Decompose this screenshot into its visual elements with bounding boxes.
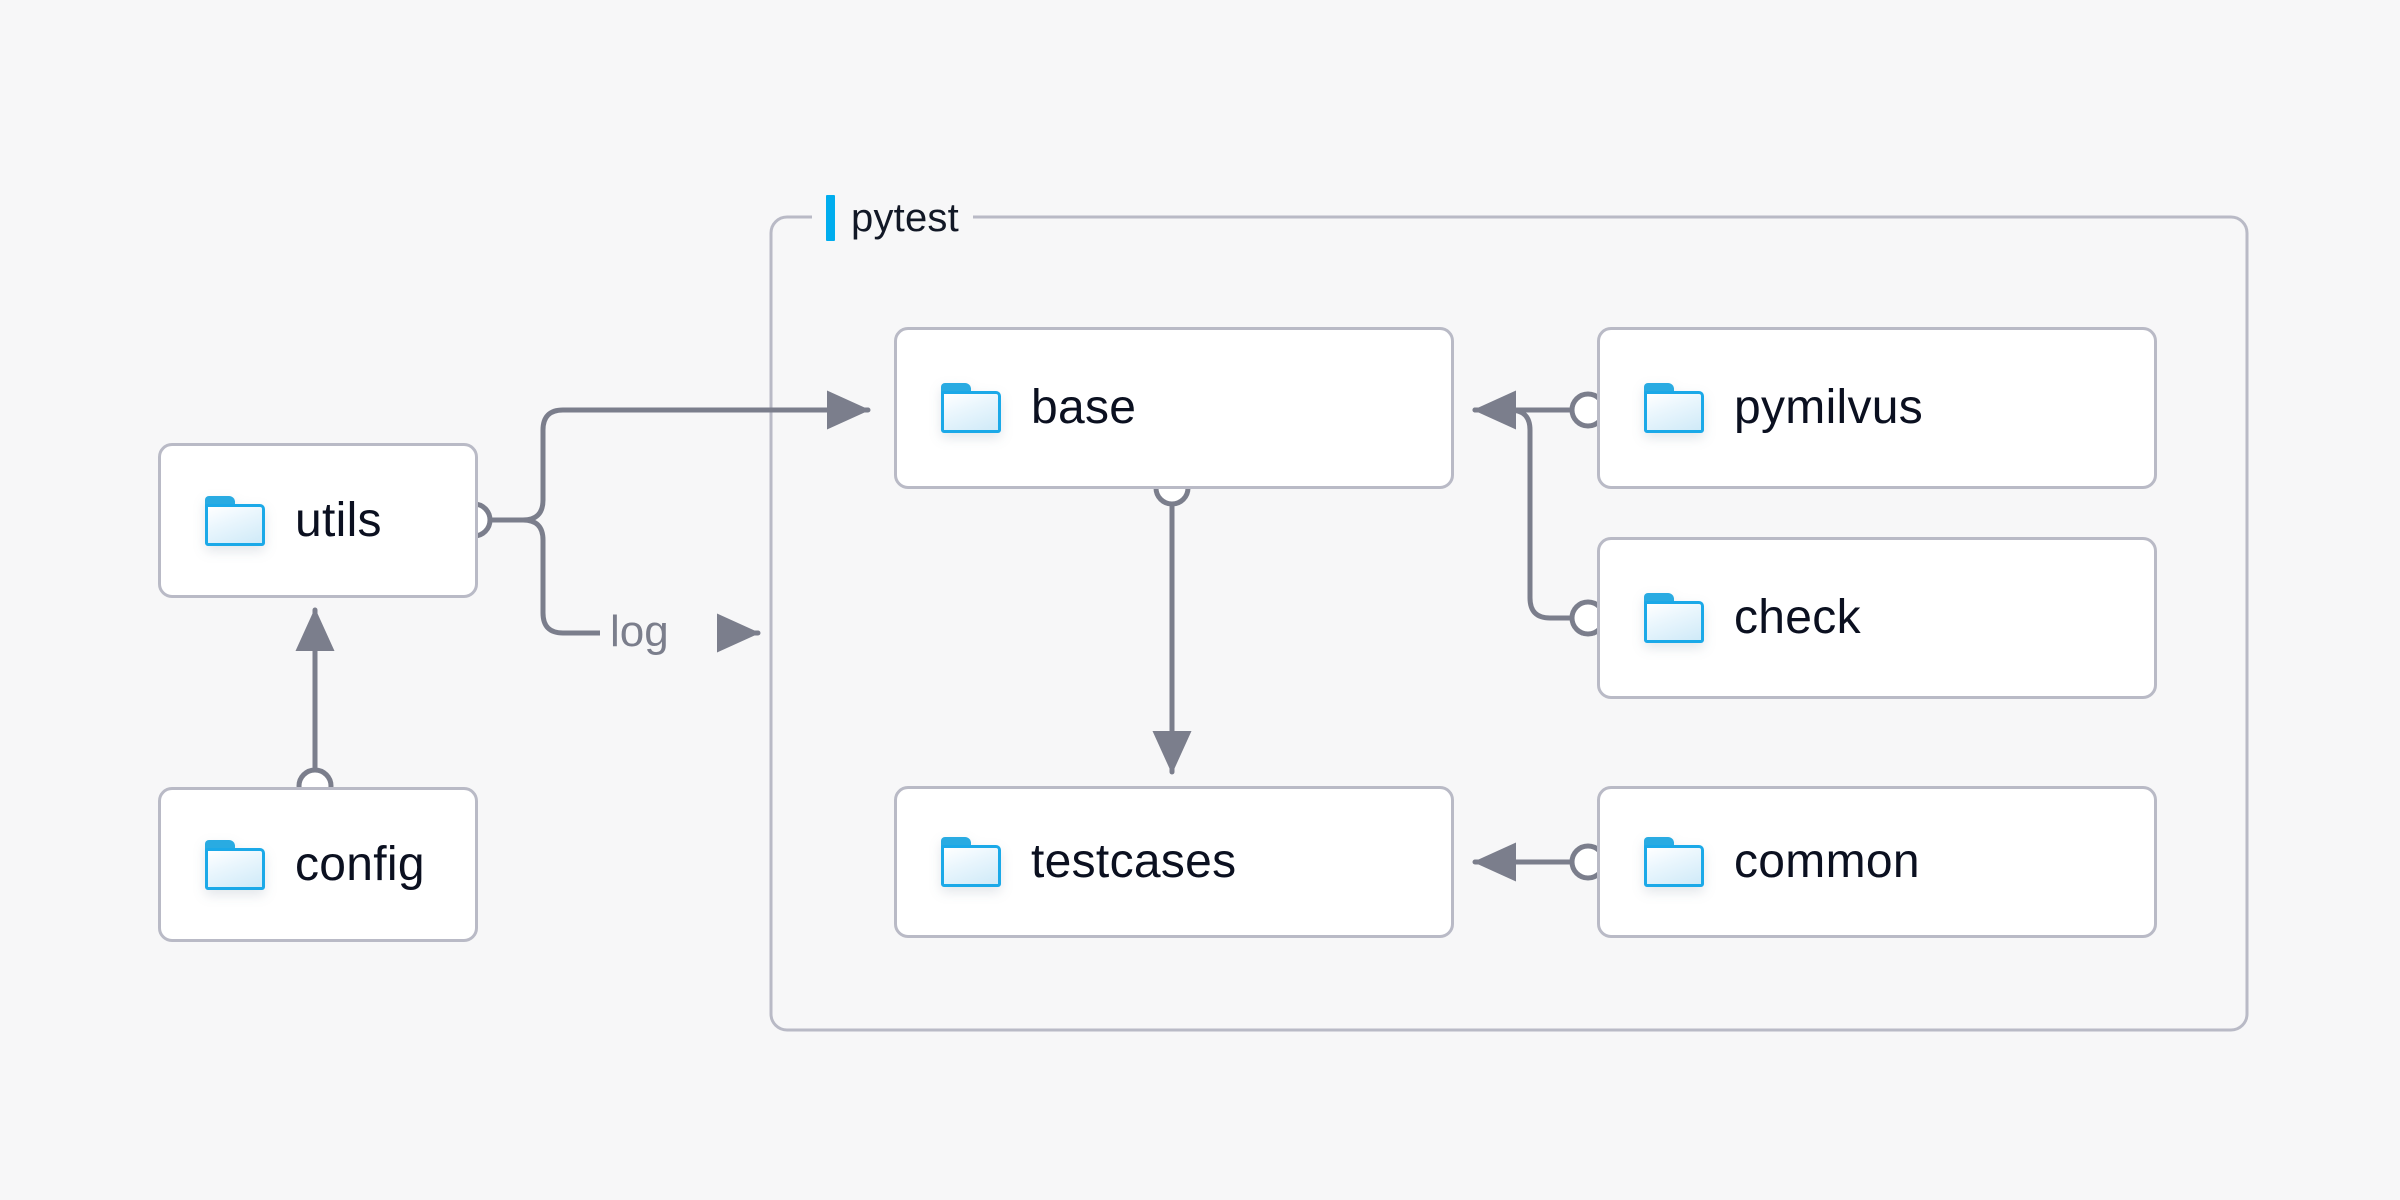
node-label-pymilvus: pymilvus — [1734, 381, 1924, 434]
node-pymilvus[interactable]: pymilvus — [1597, 327, 2157, 489]
node-label-testcases: testcases — [1031, 835, 1237, 888]
folder-icon — [1644, 837, 1704, 887]
node-label-check: check — [1734, 591, 1861, 644]
pytest-group-label[interactable]: pytest — [812, 190, 973, 246]
folder-icon — [941, 383, 1001, 433]
folder-icon — [1644, 593, 1704, 643]
node-base[interactable]: base — [894, 327, 1454, 489]
edge-utils-log — [477, 517, 603, 636]
folder-icon — [941, 837, 1001, 887]
folder-icon — [205, 839, 265, 890]
edge-check-base — [1472, 407, 1575, 621]
folder-icon — [1644, 383, 1704, 433]
node-check[interactable]: check — [1597, 537, 2157, 699]
node-label-common: common — [1734, 835, 1920, 888]
node-label-base: base — [1031, 381, 1137, 434]
node-config[interactable]: config — [158, 787, 478, 942]
edge-utils-base — [477, 390, 871, 523]
node-testcases[interactable]: testcases — [894, 786, 1454, 938]
group-title-text: pytest — [851, 196, 959, 240]
edge-label-log: log — [600, 610, 679, 654]
node-utils[interactable]: utils — [158, 443, 478, 598]
pytest-group-border — [769, 215, 2249, 1032]
folder-icon — [205, 495, 265, 546]
node-label-config: config — [295, 837, 425, 891]
node-label-utils: utils — [295, 493, 382, 547]
node-common[interactable]: common — [1597, 786, 2157, 938]
group-accent-bar-icon — [826, 195, 835, 241]
